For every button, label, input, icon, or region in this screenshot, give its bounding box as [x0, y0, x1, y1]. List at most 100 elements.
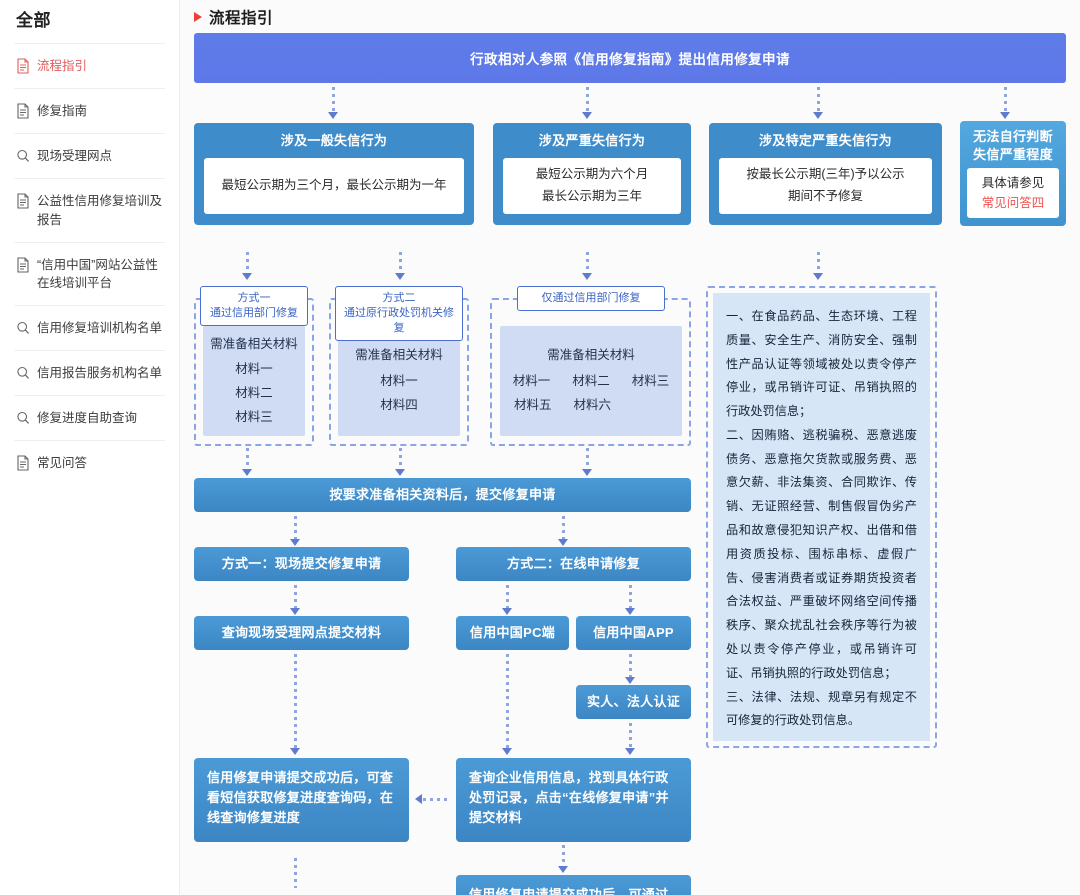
category-title: 涉及一般失信行为 — [280, 133, 388, 148]
material-item: 材料三 — [235, 409, 273, 424]
category-body: 最短公示期为六个月 最长公示期为三年 — [503, 157, 681, 214]
material-item: 材料一 — [380, 374, 418, 389]
method-1-materials: 需准备相关材料 材料一 材料二 材料三 — [203, 326, 305, 436]
online-result-box: 信用修复申请提交成功后，可通过网 — [456, 875, 691, 895]
category-line: 按最长公示期(三年)予以公示 — [746, 166, 905, 181]
flow-diagram: 行政相对人参照《信用修复指南》提出信用修复申请 涉及一般失信行为 — [180, 28, 1080, 895]
undecided-body-line1: 具体请参见 — [981, 176, 1045, 191]
sidebar-title: 全部 — [16, 11, 51, 30]
category-body: 具体请参见 常见问答四 — [967, 168, 1059, 219]
document-icon — [16, 193, 30, 209]
document-icon — [16, 58, 30, 74]
material-item: 材料三 — [631, 374, 670, 389]
material-item: 材料二 — [572, 374, 610, 389]
material-item: 材料一 — [512, 374, 551, 389]
triangle-marker-icon — [194, 12, 202, 22]
category-line: 期间不予修复 — [787, 188, 863, 203]
document-icon — [16, 103, 30, 119]
materials-row: 材料二 — [209, 382, 299, 406]
non-repairable-notice: 一、在食品药品、生态环境、工程质量、安全生产、消防安全、强制性产品认证等领域被处… — [706, 286, 937, 748]
sidebar-item-label: “信用中国”网站公益性在线培训平台 — [37, 257, 158, 290]
search-icon — [16, 365, 30, 381]
sidebar-item-faq[interactable]: 常见问答 — [14, 440, 165, 485]
category-card-undecided: 无法自行判断 失信严重程度 具体请参见 常见问答四 — [960, 121, 1066, 227]
submit-application-bar: 按要求准备相关资料后，提交修复申请 — [194, 478, 691, 512]
section-header: 流程指引 — [180, 0, 1080, 28]
category-body: 最短公示期为三个月，最长公示期为一年 — [204, 157, 464, 214]
materials-heading: 需准备相关材料 — [210, 336, 298, 351]
materials-heading: 需准备相关材料 — [547, 348, 635, 363]
category-card-specific-serious: 涉及特定严重失信行为 按最长公示期(三年)予以公示 期间不予修复 — [709, 123, 942, 225]
category-title: 涉及严重失信行为 — [538, 133, 646, 148]
sidebar-item-training-institutions[interactable]: 信用修复培训机构名单 — [14, 304, 165, 350]
method-2-materials: 需准备相关材料 材料一 材料四 — [338, 326, 460, 436]
method-3-tag-line1: 仅通过信用部门修复 — [541, 292, 641, 304]
material-item: 材料五 — [514, 397, 552, 412]
materials-row: 材料三 — [209, 406, 299, 430]
sidebar-item-label: 流程指引 — [37, 59, 88, 73]
category-line: 最短公示期为三个月，最长公示期为一年 — [221, 177, 447, 192]
channel-app: 信用中国APP — [576, 616, 691, 650]
method-3-tag: 仅通过信用部门修复 — [517, 286, 665, 311]
flow-banner: 行政相对人参照《信用修复指南》提出信用修复申请 — [194, 33, 1066, 83]
sidebar-item-label: 现场受理网点 — [37, 149, 113, 164]
method-1-tag-line2: 通过信用部门修复 — [210, 306, 298, 319]
method-one-step: 方式一：现场提交修复申请 — [194, 547, 409, 581]
notice-item-3: 三、法律、法规、规章另有规定不可修复的行政处罚信息。 — [726, 689, 917, 728]
materials-row: 材料一 — [209, 358, 299, 382]
category-title: 无法自行判断 失信严重程度 — [967, 128, 1059, 163]
sidebar-item-label: 常见问答 — [37, 456, 88, 471]
material-item: 材料一 — [235, 362, 273, 377]
result-left-box: 信用修复申请提交成功后，可查看短信获取修复进度查询码，在线查询修复进度 — [194, 758, 409, 842]
method-two-step: 方式二：在线申请修复 — [456, 547, 691, 581]
sidebar: 全部 流程指引 修复指南 现场受理网点 公益性信用修复培训及报告 — [0, 0, 180, 895]
category-card-serious: 涉及严重失信行为 最短公示期为六个月 最长公示期为三年 — [493, 123, 691, 225]
sidebar-item-progress-query[interactable]: 修复进度自助查询 — [14, 395, 165, 440]
materials-heading: 需准备相关材料 — [355, 348, 443, 363]
page-title: 流程指引 — [209, 10, 274, 27]
materials-row: 材料一 材料二 材料三 — [506, 370, 676, 394]
sidebar-item-label: 修复进度自助查询 — [37, 411, 138, 426]
online-step-box: 查询企业信用信息，找到具体行政处罚记录，点击“在线修复申请”并提交材料 — [456, 758, 691, 842]
materials-row: 材料五 材料六 — [506, 394, 676, 418]
notice-item-2: 二、因贿赂、逃税骗税、恶意逃废债务、恶意拖欠货款或服务费、恶意欠薪、非法集资、合… — [726, 427, 917, 680]
channel-pc: 信用中国PC端 — [456, 616, 569, 650]
notice-body: 一、在食品药品、生态环境、工程质量、安全生产、消防安全、强制性产品认证等领域被处… — [713, 293, 930, 741]
search-icon — [16, 410, 30, 426]
search-icon — [16, 148, 30, 164]
category-body: 按最长公示期(三年)予以公示 期间不予修复 — [719, 157, 932, 214]
category-line: 最短公示期为六个月 — [535, 166, 649, 181]
faq-link[interactable]: 常见问答四 — [981, 196, 1045, 211]
materials-row: 材料一 — [344, 370, 454, 394]
undecided-title-line1: 无法自行判断 — [973, 129, 1053, 144]
sidebar-item-flow-guide[interactable]: 流程指引 — [14, 43, 165, 88]
sidebar-item-repair-guide[interactable]: 修复指南 — [14, 88, 165, 133]
sidebar-item-onsite-outlets[interactable]: 现场受理网点 — [14, 133, 165, 178]
auth-step: 实人、法人认证 — [576, 685, 691, 719]
method-3-materials: 需准备相关材料 材料一 材料二 材料三 材料五 材料六 — [500, 326, 682, 436]
document-icon — [16, 257, 30, 273]
method-2-tag: 方式二 通过原行政处罚机关修复 — [335, 286, 463, 341]
material-item: 材料六 — [573, 397, 612, 412]
method-1-tag-line1: 方式一 — [237, 292, 271, 304]
sidebar-item-public-training[interactable]: 公益性信用修复培训及报告 — [14, 178, 165, 241]
main-content: 流程指引 行政相对人参照《信用修复指南》提出信用修复申请 — [180, 0, 1080, 895]
material-item: 材料二 — [235, 386, 273, 400]
category-title: 涉及特定严重失信行为 — [758, 133, 892, 148]
document-icon — [16, 455, 30, 471]
sidebar-item-label: 信用修复培训机构名单 — [37, 320, 163, 335]
category-line: 最长公示期为三年 — [541, 188, 642, 203]
materials-row: 材料四 — [344, 394, 454, 418]
undecided-title-line2: 失信严重程度 — [973, 146, 1053, 162]
sidebar-item-online-platform[interactable]: “信用中国”网站公益性在线培训平台 — [14, 241, 165, 305]
sidebar-item-report-institutions[interactable]: 信用报告服务机构名单 — [14, 350, 165, 395]
method-2-tag-line2: 通过原行政处罚机关修复 — [344, 306, 454, 334]
sidebar-item-label: 信用报告服务机构名单 — [37, 366, 163, 380]
method-1-tag: 方式一 通过信用部门修复 — [200, 286, 308, 326]
notice-item-1: 一、在食品药品、生态环境、工程质量、安全生产、消防安全、强制性产品认证等领域被处… — [726, 309, 917, 419]
method-2-tag-line1: 方式二 — [382, 292, 416, 304]
search-icon — [16, 320, 30, 336]
sidebar-item-label: 修复指南 — [37, 104, 88, 119]
material-item: 材料四 — [380, 397, 418, 412]
